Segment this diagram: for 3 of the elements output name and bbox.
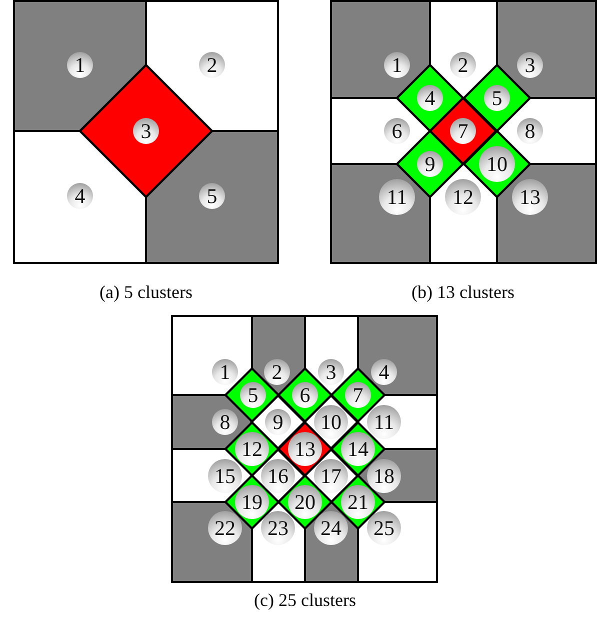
panel-caption: (b) 13 clusters bbox=[412, 282, 514, 303]
panel-caption: (c) 25 clusters bbox=[254, 590, 356, 611]
panel-caption: (a) 5 clusters bbox=[100, 282, 192, 303]
